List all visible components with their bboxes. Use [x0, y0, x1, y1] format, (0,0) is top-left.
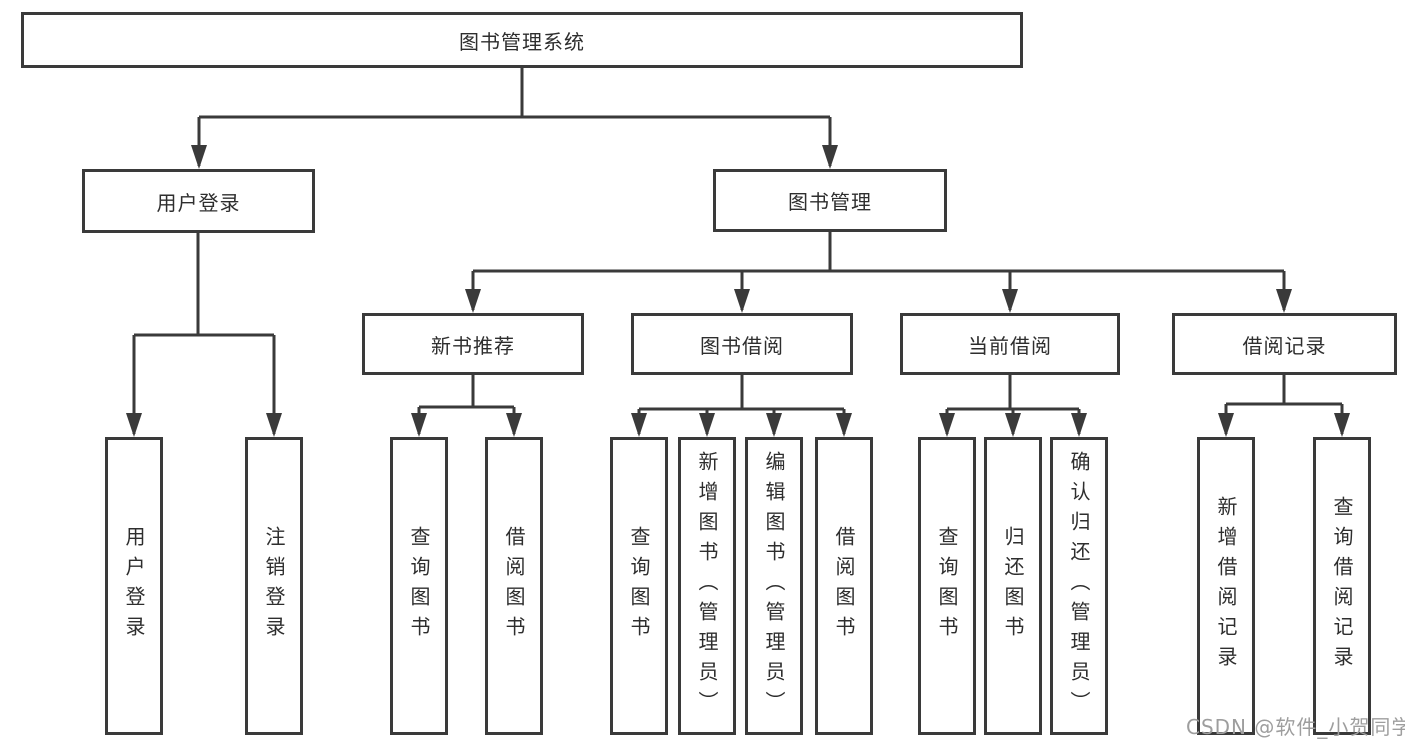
leaf-user-login: 用户登录 [105, 437, 163, 735]
arrow-icon [1005, 413, 1021, 437]
arrow-icon [506, 413, 522, 437]
node-current-borrow: 当前借阅 [900, 313, 1120, 375]
arrow-icon [822, 145, 838, 169]
leaf-add-book-admin: 新增图书（管理员） [678, 437, 736, 735]
arrow-icon [766, 413, 782, 437]
node-label: 归还图书 [1001, 526, 1025, 646]
edge-book-management-sections [471, 232, 1286, 310]
node-label: 编辑图书（管理员） [762, 451, 786, 721]
node-label: 用户登录 [156, 190, 241, 215]
arrow-icon [631, 413, 647, 437]
leaf-confirm-return-admin: 确认归还（管理员） [1050, 437, 1108, 735]
arrow-icon [1276, 289, 1292, 313]
watermark: CSDN @软件_小贺同学 [1186, 715, 1405, 739]
node-root: 图书管理系统 [21, 12, 1023, 68]
node-label: 借阅记录 [1242, 333, 1327, 358]
leaf-logout: 注销登录 [245, 437, 303, 735]
node-label: 查询图书 [407, 526, 431, 646]
arrow-icon [191, 145, 207, 169]
arrow-icon [939, 413, 955, 437]
leaf-return-book: 归还图书 [984, 437, 1042, 735]
arrow-icon [411, 413, 427, 437]
node-label: 新增图书（管理员） [695, 451, 719, 721]
node-label: 新书推荐 [431, 333, 515, 358]
edge-user-login-children [132, 233, 276, 434]
node-label: 图书借阅 [700, 333, 784, 358]
node-label: 借阅图书 [832, 526, 856, 646]
arrow-icon [1071, 413, 1087, 437]
node-label: 用户登录 [122, 526, 146, 646]
node-new-book-recommend: 新书推荐 [362, 313, 584, 375]
node-label: 查询借阅记录 [1330, 496, 1354, 676]
edge-root-to-level2 [197, 68, 832, 166]
node-label: 查询图书 [935, 526, 959, 646]
node-label: 当前借阅 [968, 333, 1052, 358]
leaf-recommend-borrow-book: 借阅图书 [485, 437, 543, 735]
arrow-icon [1334, 413, 1350, 437]
arrow-icon [1218, 413, 1234, 437]
leaf-recommend-query-book: 查询图书 [390, 437, 448, 735]
leaf-query-borrow-record: 查询借阅记录 [1313, 437, 1371, 735]
node-label: 查询图书 [627, 526, 651, 646]
node-borrow-record: 借阅记录 [1172, 313, 1397, 375]
node-label: 新增借阅记录 [1214, 496, 1238, 676]
arrowheads [126, 145, 1350, 437]
edge-new-book-recommend-children [417, 375, 516, 434]
node-label: 确认归还（管理员） [1067, 451, 1091, 721]
arrow-icon [126, 413, 142, 437]
node-book-borrow: 图书借阅 [631, 313, 853, 375]
node-user-login: 用户登录 [82, 169, 315, 233]
arrow-icon [266, 413, 282, 437]
node-label: 借阅图书 [502, 526, 526, 646]
arrow-icon [836, 413, 852, 437]
leaf-add-borrow-record: 新增借阅记录 [1197, 437, 1255, 735]
leaf-edit-book-admin: 编辑图书（管理员） [745, 437, 803, 735]
edge-borrow-record-children [1224, 375, 1344, 434]
arrow-icon [734, 289, 750, 313]
arrow-icon [1002, 289, 1018, 313]
node-label: 注销登录 [262, 526, 286, 646]
node-label: 图书管理 [788, 190, 872, 214]
edge-book-borrow-children [637, 375, 846, 434]
node-label: 图书管理系统 [459, 29, 585, 54]
leaf-borrow-book: 借阅图书 [815, 437, 873, 735]
arrow-icon [699, 413, 715, 437]
node-book-management: 图书管理 [713, 169, 947, 232]
arrow-icon [465, 289, 481, 313]
leaf-borrow-query-book: 查询图书 [610, 437, 668, 735]
leaf-current-query-book: 查询图书 [918, 437, 976, 735]
